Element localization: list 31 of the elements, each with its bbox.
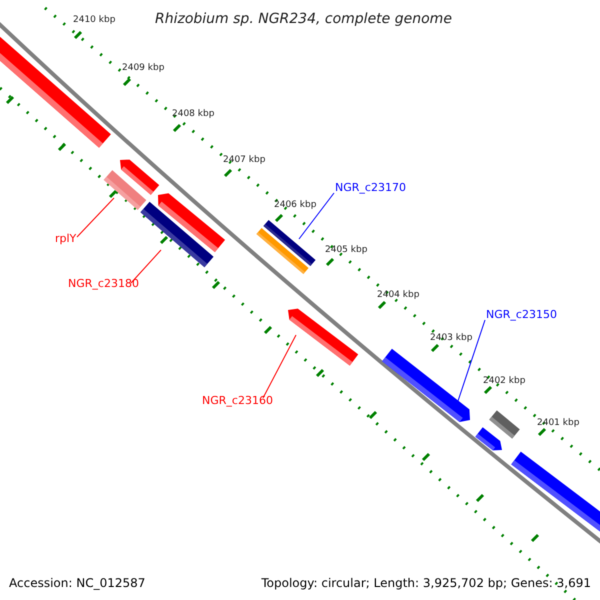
gene-label: NGR_c23160: [202, 394, 273, 408]
diagram-title: Rhizobium sp. NGR234, complete genome: [155, 10, 452, 29]
gene-feature: [489, 410, 520, 439]
scale-label: 2405 kbp: [325, 244, 368, 257]
gene-feature: [256, 228, 309, 274]
scale-label: 2407 kbp: [223, 154, 266, 167]
accession-text: Accession: NC_012587: [9, 575, 146, 592]
gene-feature: [288, 308, 358, 366]
gene-label: NGR_c23170: [335, 181, 406, 195]
scale-label: 2409 kbp: [122, 62, 164, 75]
scale-label: 2401 kbp: [537, 417, 580, 430]
gene-feature: [382, 348, 470, 422]
scale-label: 2402 kbp: [483, 375, 526, 388]
gene-feature: [140, 202, 214, 268]
leader-line: [298, 192, 334, 240]
leader-line: [458, 320, 486, 402]
genome-info-text: Topology: circular; Length: 3,925,702 bp; Genes: 3,691: [261, 575, 591, 592]
gene-feature: [475, 427, 502, 450]
gene-feature: [511, 452, 600, 532]
scale-label: 2408 kbp: [172, 108, 214, 121]
gene-label: rplY: [55, 232, 76, 246]
scale-label: 2404 kbp: [377, 289, 420, 302]
scale-label: 2406 kbp: [274, 199, 316, 212]
leader-line: [262, 334, 296, 398]
scale-label: 2410 kbp: [73, 14, 116, 27]
leader-line: [130, 250, 162, 284]
gene-label: NGR_c23150: [486, 308, 557, 322]
gene-feature: [120, 160, 160, 195]
scale-label: 2403 kbp: [430, 332, 472, 345]
gene-label: NGR_c23180: [68, 277, 139, 291]
leader-line: [76, 198, 114, 238]
